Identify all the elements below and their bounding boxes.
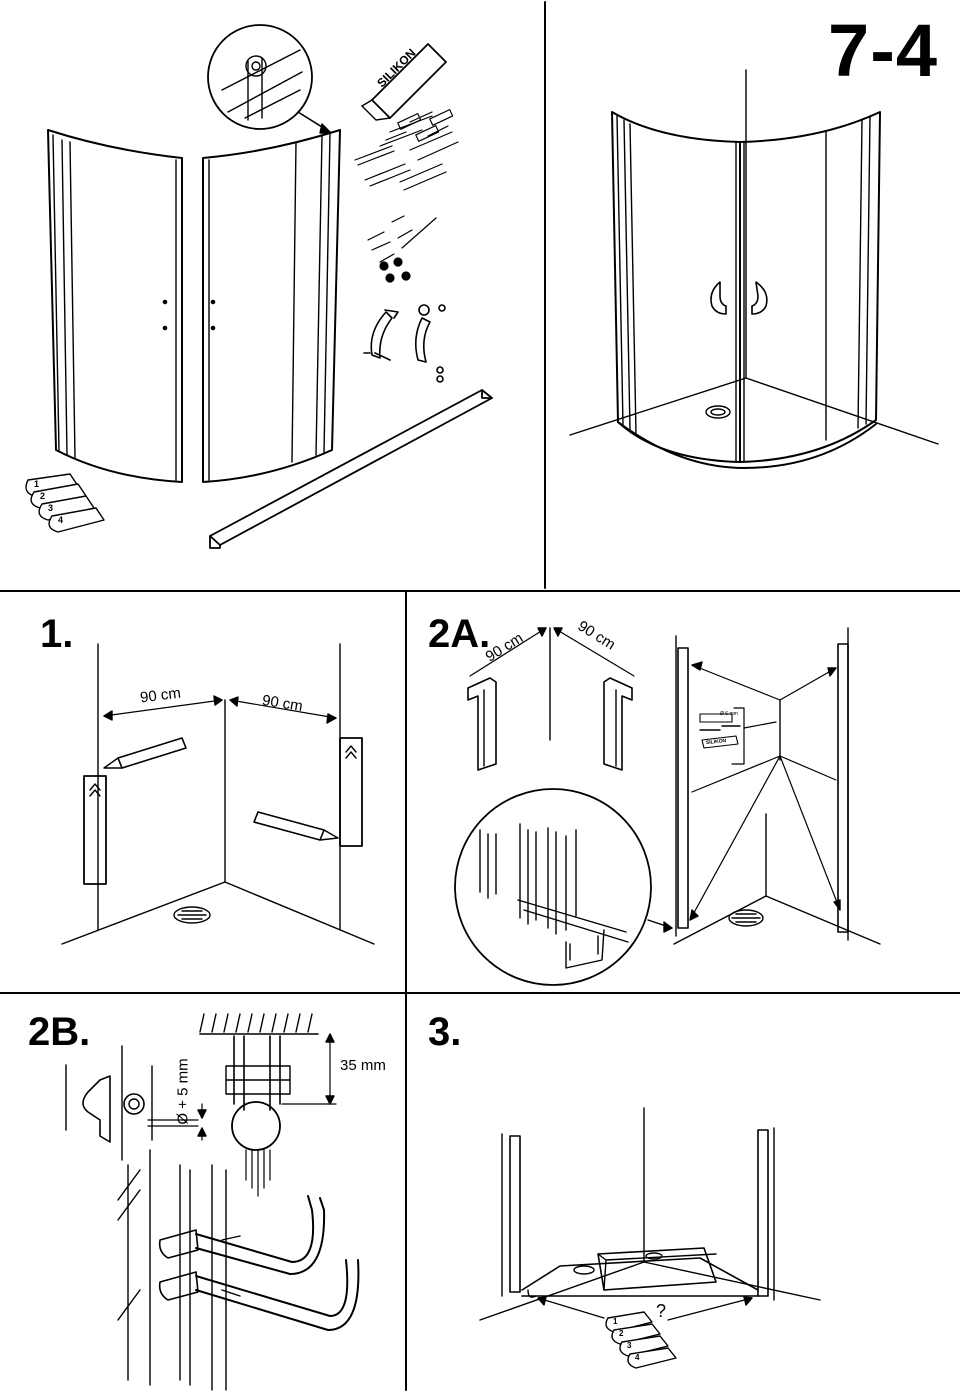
silikon-tube: [361, 43, 447, 121]
screws-and-plugs: [354, 109, 459, 191]
wedge-number-1: 1: [34, 479, 40, 489]
step-1-label: 1.: [40, 612, 74, 656]
question-mark: ?: [656, 1301, 667, 1321]
wedge3-number-3: 3: [627, 1341, 632, 1350]
step2a-diagram: [454, 627, 881, 986]
wedge-number-2: 2: [40, 491, 46, 501]
right-door-panel: [202, 129, 341, 483]
wedge-number-3: 3: [48, 503, 54, 513]
step1-room: [61, 643, 375, 945]
step-2a-label: 2A.: [428, 612, 491, 656]
door-handles: [363, 304, 446, 383]
step-2b-label: 2B.: [28, 1010, 91, 1054]
wedge-number-4: 4: [58, 515, 64, 525]
wedge3-number-1: 1: [613, 1317, 618, 1326]
page-number: 7-4: [828, 9, 938, 92]
assembled-enclosure: [569, 69, 939, 469]
wedge-shims-top: [25, 473, 105, 533]
hinge-detail-magnifier: [207, 24, 332, 134]
wedge3-number-2: 2: [619, 1329, 624, 1338]
dim-35mm: 35 mm: [340, 1057, 386, 1074]
step2b-diagram: [65, 1013, 360, 1391]
wedge-shims-step3: [605, 1311, 677, 1369]
dim-hole-diameter: Ø + 5 mm: [174, 1058, 192, 1125]
step3-diagram: [479, 1107, 821, 1321]
drill-6mm-label: Ø 6 mm: [720, 711, 738, 717]
step-3-label: 3.: [428, 1010, 462, 1054]
wedge3-number-4: 4: [635, 1353, 640, 1362]
left-door-panel: [47, 129, 183, 483]
threshold-profile: [209, 389, 493, 549]
small-fittings: [367, 215, 437, 283]
